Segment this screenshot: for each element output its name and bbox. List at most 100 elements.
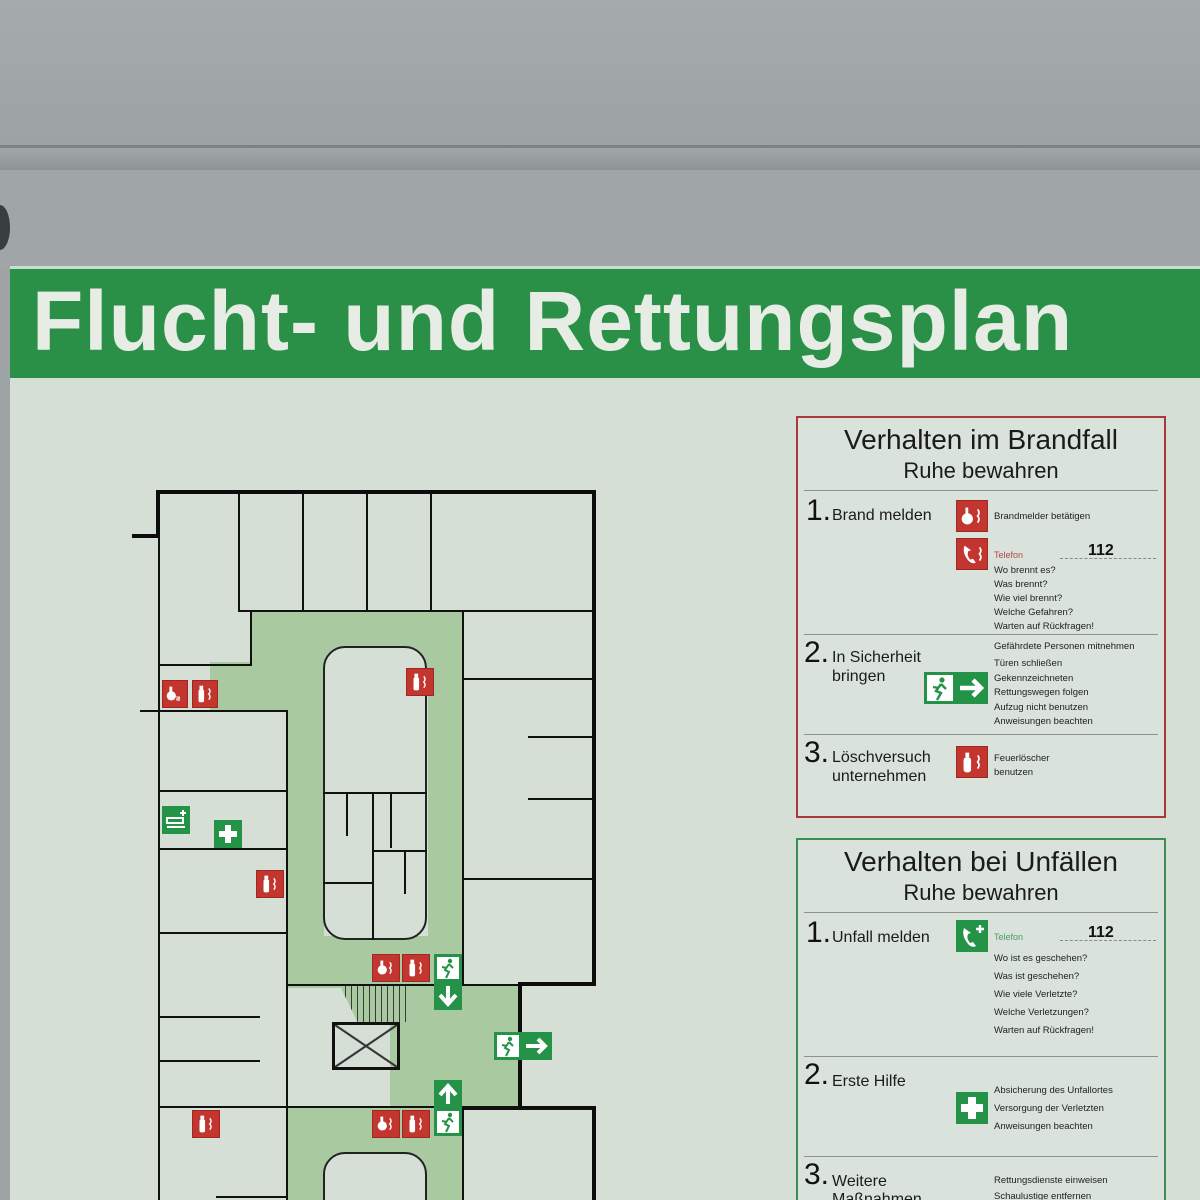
fire-phone-icon — [956, 538, 988, 570]
divider — [804, 1156, 1158, 1157]
elevator — [332, 1022, 400, 1070]
wall — [464, 678, 592, 680]
wall — [160, 1016, 260, 1018]
wall — [286, 710, 288, 1200]
accident-panel-subtitle: Ruhe bewahren — [903, 880, 1059, 905]
wall — [372, 850, 427, 852]
emergency-exit-right-icon — [494, 1032, 552, 1060]
wall — [140, 710, 288, 712]
wall — [464, 1108, 592, 1110]
emergency-exit-right-icon — [924, 672, 988, 704]
staircase — [340, 986, 410, 1022]
instruction-text: benutzen — [994, 767, 1034, 778]
divider — [804, 490, 1158, 491]
fire-alarm-icon — [956, 500, 988, 532]
instruction-text: Brandmelder betätigen — [994, 511, 1091, 522]
instruction-text: Feuerlöscher — [994, 753, 1050, 764]
accident-panel-title: Verhalten bei Unfällen — [844, 846, 1118, 877]
question: Welche Gefahren? — [994, 607, 1074, 618]
wall — [346, 792, 348, 836]
instruction-text: Versorgung der Verletzten — [994, 1103, 1104, 1114]
divider — [804, 912, 1158, 913]
instruction-text: Anweisungen beachten — [994, 1121, 1093, 1132]
question: Warten auf Rückfragen! — [994, 621, 1094, 632]
step-label: bringen — [832, 668, 886, 685]
wall — [528, 798, 592, 800]
phone-label: Telefon — [994, 932, 1024, 942]
question: Welche Verletzungen? — [994, 1007, 1089, 1018]
outer-wall-right — [592, 490, 596, 986]
question: Wie viele Verletzte? — [994, 989, 1078, 1000]
arrow-up-icon — [434, 1080, 462, 1108]
step-label: Erste Hilfe — [832, 1073, 906, 1090]
wall — [372, 792, 374, 940]
wall-rail-shadow — [0, 148, 1200, 170]
accident-behavior-panel: Verhalten bei Unfällen Ruhe bewahren 1. … — [796, 838, 1166, 1200]
outer-wall-stair-top — [520, 982, 596, 986]
floor-plan: ≋ — [10, 266, 800, 1200]
question: Was brennt? — [994, 579, 1048, 590]
outer-wall-right-lower — [592, 1106, 596, 1200]
wall — [158, 536, 160, 1200]
fire-behavior-panel: Verhalten im Brandfall Ruhe bewahren 1. … — [796, 416, 1166, 818]
wall — [160, 664, 252, 666]
phone-dots — [1060, 940, 1156, 941]
wall-lower — [0, 170, 1200, 270]
phone-label: Telefon — [994, 550, 1024, 560]
evacuation-plan-sign: Flucht- und Rettungsplan — [10, 266, 1200, 1200]
step-label: unternehmen — [832, 768, 927, 785]
divider — [804, 734, 1158, 735]
step-number: 2. — [804, 1058, 830, 1091]
phone-dots — [1060, 558, 1156, 559]
divider — [804, 1056, 1158, 1057]
outer-wall-top-left — [156, 490, 160, 536]
wall — [302, 494, 304, 612]
step-label: Unfall melden — [832, 929, 930, 946]
fire-extinguisher-icon — [402, 954, 430, 982]
instruction-text: Gekennzeichneten — [994, 673, 1074, 684]
wall — [238, 610, 592, 612]
step-number: 1. — [806, 494, 832, 527]
instruction-text: Aufzug nicht benutzen — [994, 702, 1089, 713]
instruction-text: Absicherung des Unfallortes — [994, 1085, 1113, 1096]
core-room-lower — [323, 1152, 427, 1200]
emergency-number: 112 — [1088, 542, 1114, 559]
wall — [366, 494, 368, 612]
wall — [250, 612, 252, 666]
question: Wo brennt es? — [994, 565, 1056, 576]
step-number: 3. — [804, 1158, 830, 1191]
outer-wall-top — [156, 490, 596, 494]
step-label: Weitere — [832, 1173, 887, 1190]
fire-alarm-icon — [372, 1110, 400, 1138]
step-label: In Sicherheit — [832, 649, 921, 666]
wall — [323, 882, 372, 884]
emergency-exit-icon — [434, 1108, 462, 1136]
fire-panel-subtitle: Ruhe bewahren — [903, 458, 1059, 483]
step-number: 1. — [806, 916, 832, 949]
step-label: Maßnahmen — [832, 1191, 922, 1200]
emergency-number: 112 — [1088, 924, 1114, 941]
wall — [160, 790, 286, 792]
wall — [160, 932, 286, 934]
question: Wie viel brennt? — [994, 593, 1063, 604]
first-aid-icon — [956, 1092, 988, 1124]
arrow-down-icon — [434, 982, 462, 1010]
wall — [216, 1196, 288, 1198]
wall — [462, 612, 464, 986]
wall — [464, 878, 592, 880]
fire-panel-title: Verhalten im Brandfall — [844, 424, 1118, 455]
step-number: 3. — [804, 736, 830, 769]
wall-background — [0, 0, 1200, 148]
svg-text:≋: ≋ — [174, 696, 181, 701]
stretcher-icon — [162, 806, 190, 834]
escape-route-left — [288, 612, 324, 988]
wall — [462, 1108, 464, 1200]
fire-extinguisher-icon — [192, 680, 218, 708]
fire-extinguisher-icon — [256, 870, 284, 898]
wall — [390, 792, 392, 848]
instruction-text: Gefährdete Personen mitnehmen — [994, 641, 1135, 652]
wall — [288, 984, 518, 986]
outer-wall-left-step — [132, 534, 160, 538]
step-number: 2. — [804, 636, 830, 669]
emergency-phone-icon — [956, 920, 988, 952]
